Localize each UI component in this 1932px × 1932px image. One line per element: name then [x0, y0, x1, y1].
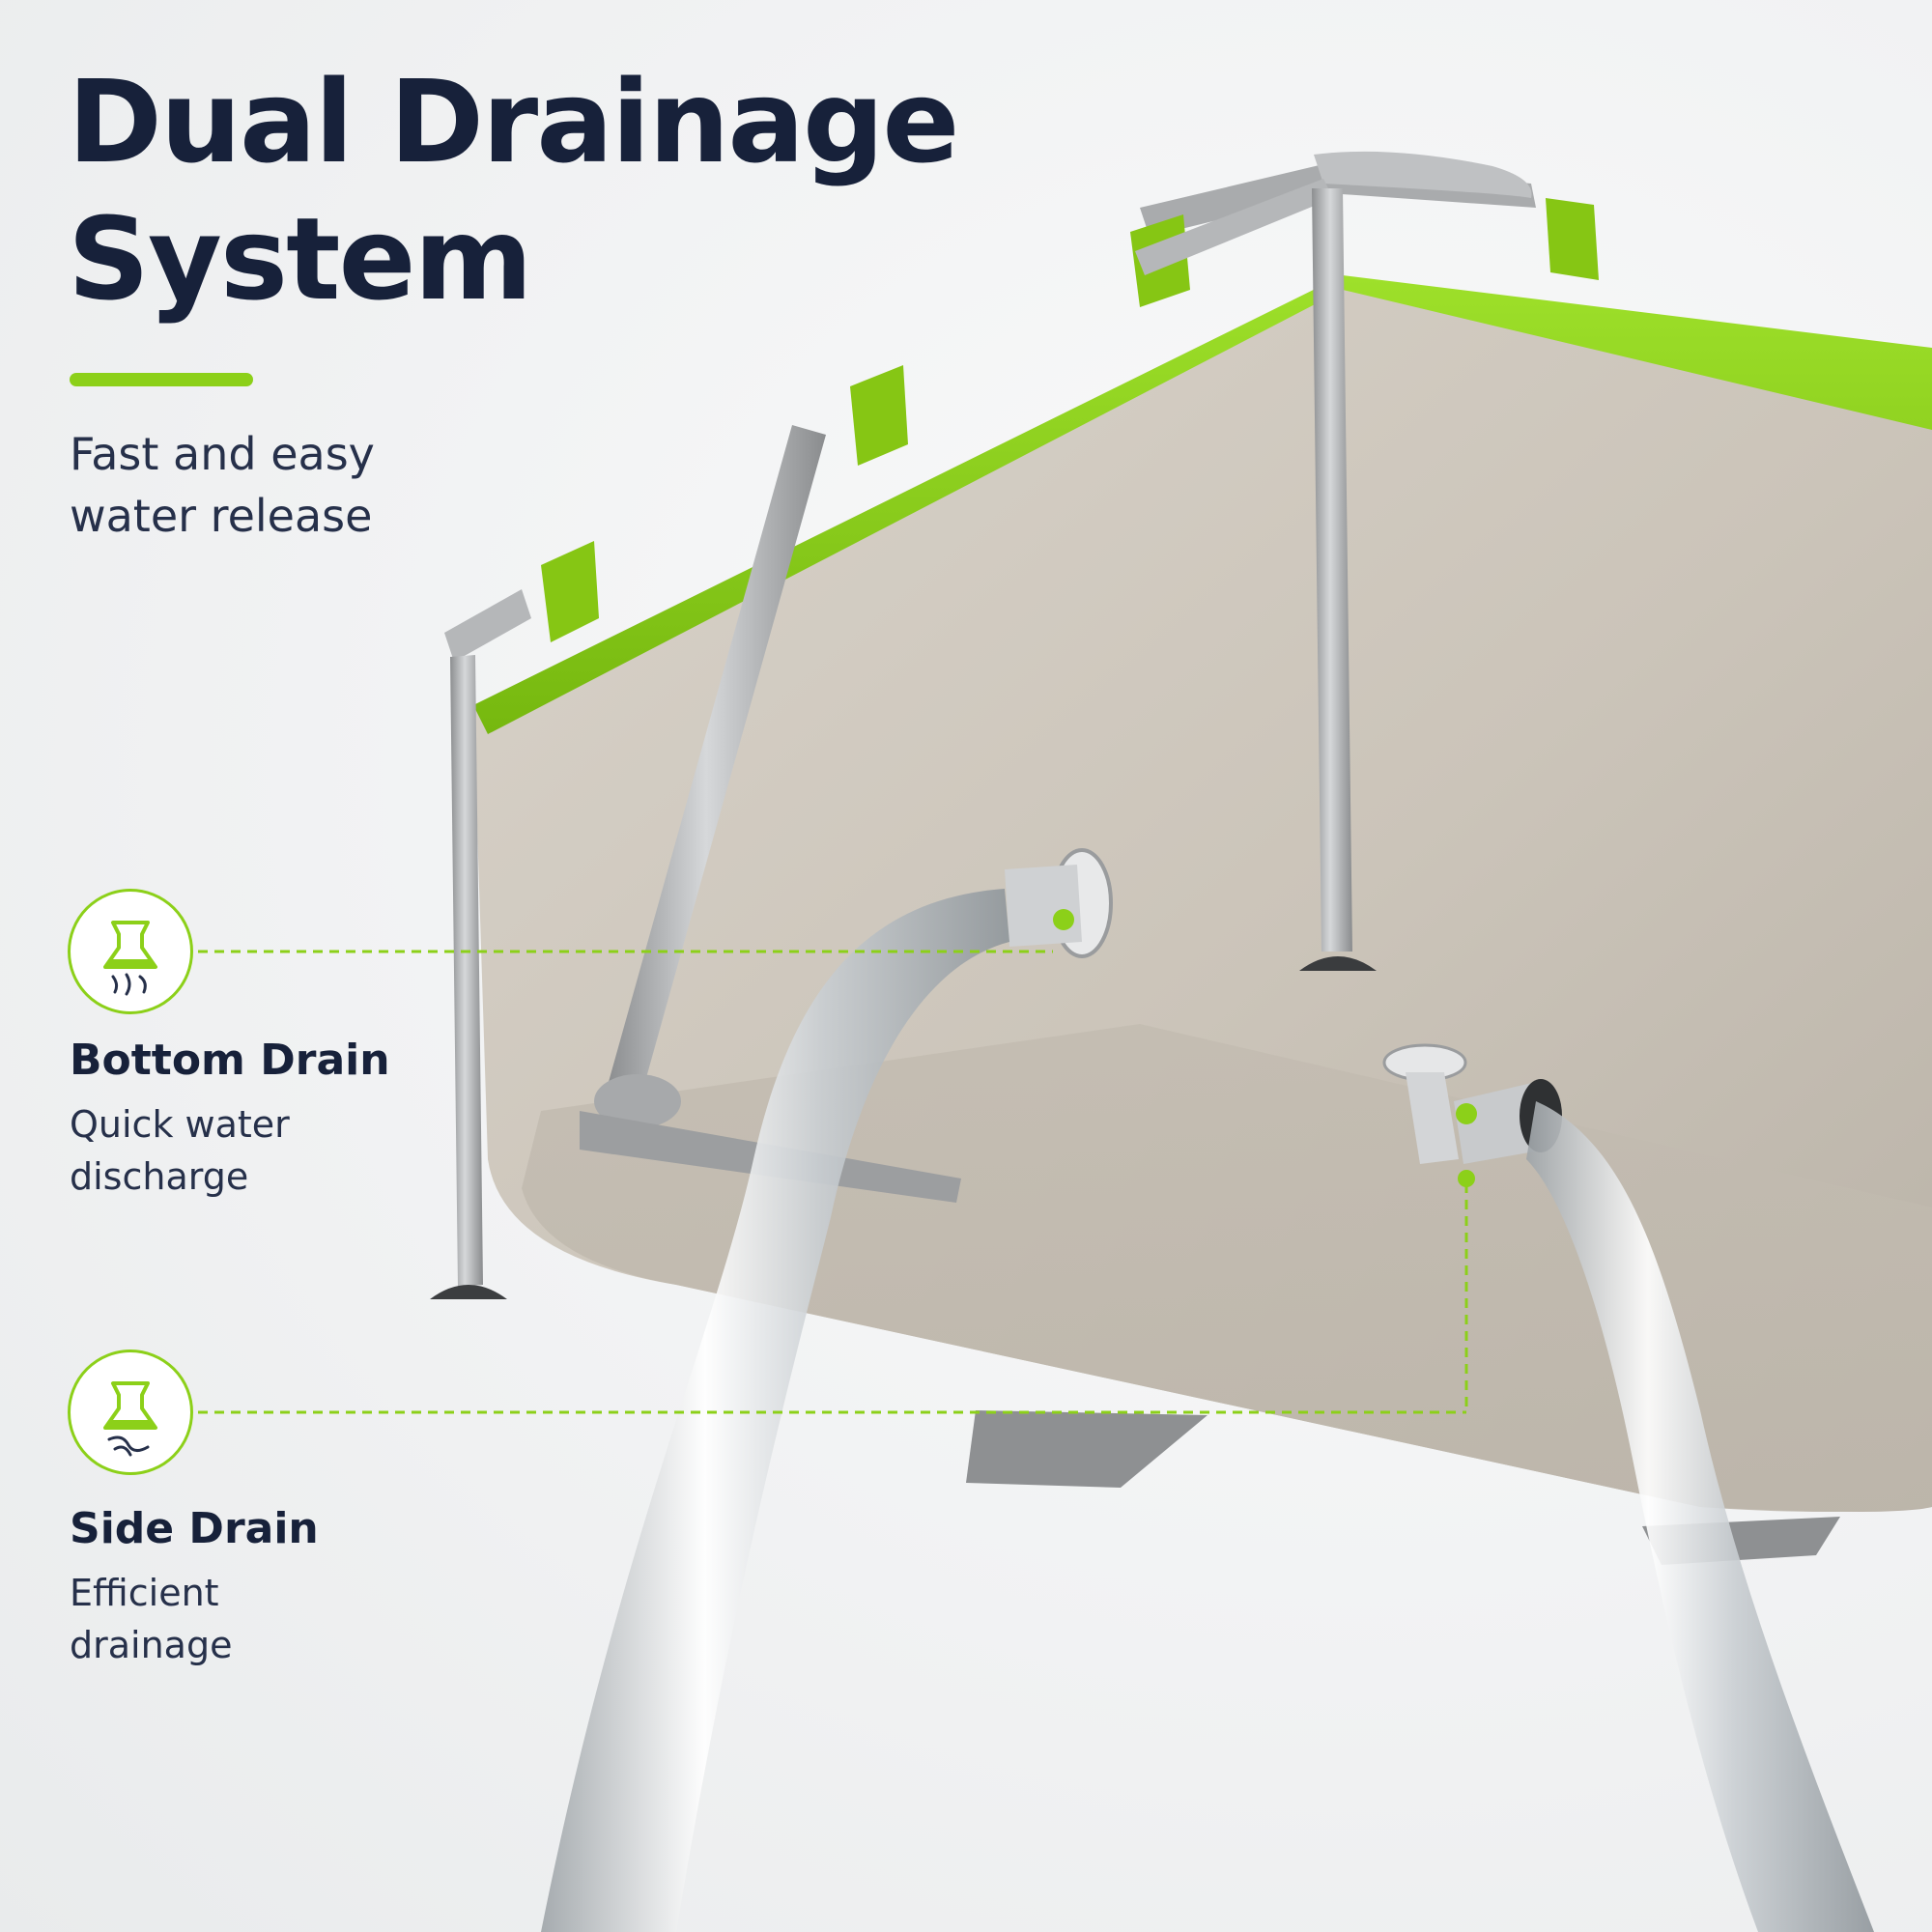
- feature-desc-line-2: discharge: [70, 1155, 249, 1198]
- feature-title-side-drain: Side Drain: [70, 1504, 319, 1553]
- feature-desc-line-1: Efficient: [70, 1572, 219, 1614]
- page-title: Dual Drainage System: [68, 53, 959, 327]
- title-line-2: System: [68, 192, 533, 326]
- subtitle: Fast and easy water release: [70, 423, 375, 547]
- feature-desc-side-drain: Efficient drainage: [70, 1567, 232, 1671]
- feature-desc-bottom-drain: Quick water discharge: [70, 1098, 290, 1203]
- feature-desc-line-1: Quick water: [70, 1103, 290, 1146]
- feature-desc-line-2: drainage: [70, 1624, 233, 1666]
- subtitle-line-1: Fast and easy: [70, 428, 375, 480]
- subtitle-line-2: water release: [70, 490, 373, 542]
- bottom-drain-icon: [68, 889, 193, 1014]
- accent-divider: [70, 373, 253, 386]
- feature-title-bottom-drain: Bottom Drain: [70, 1036, 390, 1085]
- side-drain-icon: [68, 1350, 193, 1475]
- title-line-1: Dual Drainage: [68, 55, 959, 188]
